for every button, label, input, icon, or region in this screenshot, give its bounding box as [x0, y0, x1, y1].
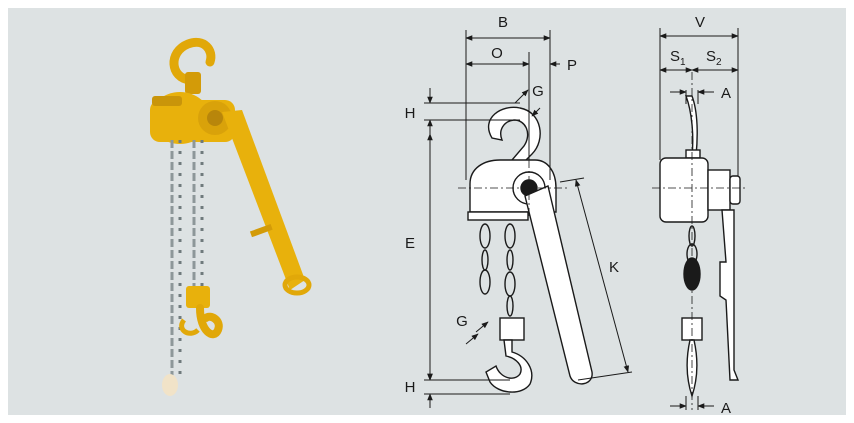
top-hook-photo — [169, 38, 216, 94]
label-B: B — [498, 14, 508, 31]
label-S1-letter: S — [670, 48, 680, 65]
label-S2: S2 — [706, 48, 722, 68]
front-centerlines — [458, 160, 570, 218]
label-H-bottom: H — [405, 379, 416, 396]
label-G-bottom: G — [456, 313, 468, 330]
label-V: V — [695, 14, 705, 31]
label-S2-letter: S — [706, 48, 716, 65]
side-top-hook-shank — [685, 149, 701, 159]
side-knob — [729, 175, 741, 205]
label-P: P — [567, 57, 577, 74]
front-bottom-hook — [485, 339, 533, 393]
front-lever — [524, 185, 593, 385]
side-chain-end — [683, 257, 701, 291]
hoist-photo — [150, 38, 312, 396]
side-view-drawing — [659, 95, 741, 399]
label-O: O — [491, 45, 503, 62]
label-H-top: H — [405, 105, 416, 122]
lever-handle-photo — [222, 110, 312, 296]
hoist-body-photo — [150, 92, 235, 144]
front-base-plate — [467, 211, 529, 221]
side-lever — [719, 209, 740, 381]
dimension-labels: B O P G H E K G H V S1 S2 A A — [405, 14, 731, 417]
chains-photo — [170, 140, 204, 380]
front-bottom-block — [499, 317, 525, 341]
label-G-top: G — [532, 83, 544, 100]
label-S2-sub: 2 — [716, 57, 722, 68]
label-K: K — [609, 259, 619, 276]
side-centerlines — [652, 72, 748, 410]
label-S1: S1 — [670, 48, 686, 68]
label-S1-sub: 1 — [680, 57, 686, 68]
front-chains — [479, 223, 516, 317]
front-dimension-lines — [424, 30, 633, 408]
bottom-hook-photo — [179, 286, 223, 339]
front-view-drawing — [467, 106, 593, 393]
side-dimension-lines — [659, 28, 739, 410]
label-A-bottom: A — [721, 400, 731, 417]
chain-tail-photo — [162, 374, 178, 396]
side-gear-housing — [707, 169, 731, 211]
label-E: E — [405, 235, 415, 252]
label-A-top: A — [721, 85, 731, 102]
side-body — [659, 157, 709, 223]
side-top-hook — [684, 95, 698, 157]
